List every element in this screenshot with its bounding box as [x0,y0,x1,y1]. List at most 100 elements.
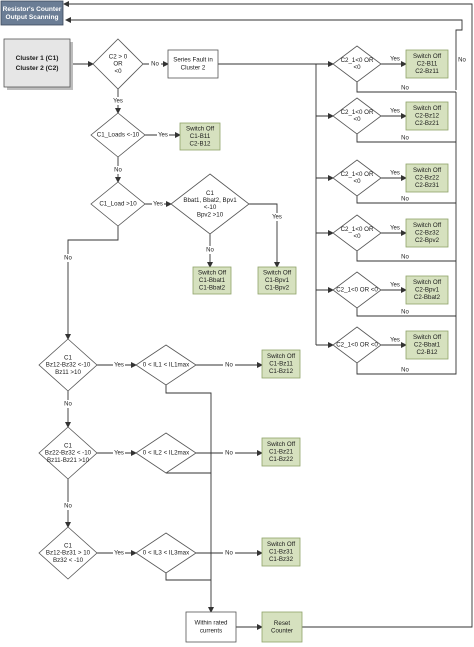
edge-label-3: Yes [157,131,169,139]
decision-c2_1-line-2: <0 [353,64,361,71]
action-r1-line-1: Switch Off [413,53,441,60]
edge-labels: NoYesYesNoYesNoYesNoNoNoYesYesYesNoNoNoY… [62,57,466,557]
decision-il1[interactable]: 0 < IL1 < IL1max [135,344,197,386]
decision-c2_4[interactable]: C2_1<0 OR<0 [332,214,382,252]
edge-39 [356,251,456,262]
action-so_bpv-line-2: C1-Bpv1 [265,277,290,284]
edge-20 [165,573,211,581]
action-r4-line-2: C2-Bz32 [415,230,440,237]
edge-label-text: No [64,256,72,262]
edge-label-bg [149,60,161,68]
edge-label-28: No [401,368,409,374]
edge-label-text: No [401,255,409,261]
decision-diamond [170,173,250,235]
decision-diamond [135,532,197,574]
decision-c2_check-line-1: C2 > 0 [109,53,128,60]
decision-c2_2-line-2: <0 [353,116,361,123]
action-so_bz11_bz12-line-3: C1-Bz12 [269,368,294,375]
action-so_bz31_bz32-line-3: C1-Bz32 [269,556,294,563]
action-so_bz21_bz22-line-1: Switch Off [267,441,295,448]
edge-label-text: Yes [390,171,400,177]
decision-diamond [135,432,197,474]
action-r3-line-2: C2-Bz22 [415,175,440,182]
action-r5-line-1: Switch Off [413,279,441,286]
decision-c1_bz_a-line-3: Bz11 >10 [55,369,81,376]
edge-label-bg [113,549,125,557]
action-so_bz31_bz32-line-2: C1-Bz31 [269,549,294,556]
edges [63,1,473,630]
decision-diamond [92,38,144,90]
decision-c1_load[interactable]: C1_Load >10 [90,181,146,227]
edge-label-10: No [62,502,74,510]
decision-c2_3[interactable]: C2_1<0 OR<0 [332,159,382,197]
edge-label-13: Yes [113,549,125,557]
action-reset-line-2: Counter [271,627,293,634]
process-within_rated-line-1: Within rated [194,620,228,627]
decision-c1_load-line-1: C1_Load >10 [99,201,137,208]
start-box[interactable]: Cluster 1 (C1)Cluster 2 (C2) [3,38,73,90]
action-so_bbat-line-3: C1-Bbat2 [199,285,226,292]
edge-38 [356,196,456,204]
decision-c2_5[interactable]: C2_1<0 OR <0 [332,271,382,309]
edge-label-bg [223,549,235,557]
edge-label-27: No [401,310,409,316]
decision-diamond [135,344,197,386]
decision-c2_2[interactable]: C2_1<0 OR<0 [332,97,382,135]
edge-label-9: No [62,400,74,408]
edge-label-bg [112,97,124,105]
decision-il2[interactable]: 0 < IL2 < IL2max [135,432,197,474]
edge-label-1: No [149,60,161,68]
edge-label-text: No [401,136,409,142]
action-r4-line-3: C2-Bpv2 [415,237,440,244]
decision-diamond [332,214,382,252]
decision-c1_loads[interactable]: C1_Loads <-10 [90,112,146,158]
action-r3-line-3: C2-Bz31 [415,182,440,189]
edge-label-bg [113,361,125,369]
decision-diamond [90,181,146,227]
action-rect [405,275,449,305]
edge-label-text: Yes [390,338,400,344]
title-line-2: Output Scanning [5,14,58,21]
process-within_rated-line-2: currents [200,628,222,635]
decision-c1_bz_b-line-1: C1 [64,442,72,449]
action-r5-line-3: C2-Bbat2 [414,294,441,301]
decision-c2_6[interactable]: C2_1<0 OR <0 [332,326,382,364]
edge-label-bg [271,213,283,221]
start-line-2: Cluster 2 (C2) [16,65,59,72]
edge-label-text: No [64,402,72,408]
edge-42 [440,92,457,375]
decision-c2_6-line-1: C2_1<0 OR <0 [336,342,378,349]
decision-il3[interactable]: 0 < IL3 < IL3max [135,532,197,574]
decision-c2_check[interactable]: C2 > 0OR<0 [92,38,144,90]
edge-label-text: No [114,168,122,174]
process-rect [185,611,237,643]
decision-diamond [332,326,382,364]
decision-c1_bbat-line-2: Bbat1, Bbat2, Bpv1 [183,197,237,204]
edge-label-bg [152,200,164,208]
decision-c2_5-line-1: C2_1<0 OR <0 [336,287,378,294]
edge-label-text: Yes [114,451,124,457]
decision-c2_3-line-2: <0 [353,178,361,185]
edge-label-19: Yes [390,171,400,177]
decision-c2_1[interactable]: C2_1<0 OR<0 [332,45,382,83]
decision-c2_check-line-2: OR [113,61,123,68]
